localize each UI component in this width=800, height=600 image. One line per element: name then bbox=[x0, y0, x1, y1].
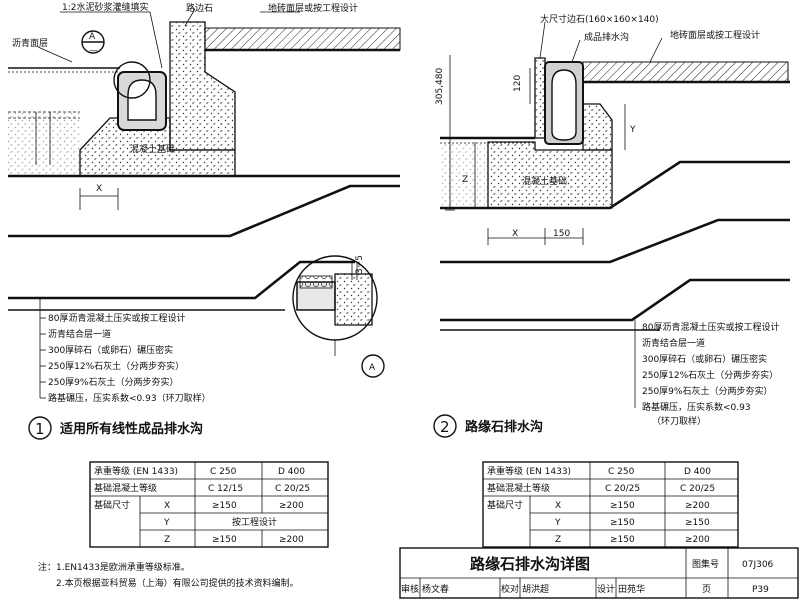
reviewer-name: 杨文春 bbox=[422, 583, 449, 595]
t1-r2-c1: 基础混凝土等级 bbox=[94, 482, 157, 494]
d1-number: 1 bbox=[35, 420, 45, 438]
check-label: 校对 bbox=[501, 583, 519, 595]
t1-r2-c3: C 12/15 bbox=[208, 484, 243, 494]
table-2: 承重等级 (EN 1433) C 250 D 400 基础混凝土等级 C 20/… bbox=[482, 461, 739, 548]
d2-dim-x: X bbox=[512, 229, 518, 239]
d1-title: 适用所有线性成品排水沟 bbox=[60, 421, 203, 437]
t2-r1-c4: D 400 bbox=[684, 467, 711, 477]
t1-r4-c3: 按工程设计 bbox=[232, 516, 277, 528]
d2-layer-list: 80厚沥青混凝土压实或按工程设计 沥青结合层一道 300厚碎石（或卵石）碾压密实… bbox=[642, 321, 779, 427]
d2-layer-6: 路基碾压，压实系数<0.93 bbox=[642, 401, 751, 413]
d2-dim-y: Y bbox=[629, 125, 636, 135]
d1-detail-circle bbox=[113, 61, 151, 99]
page-label: 页 bbox=[702, 584, 711, 595]
d2-layer-3: 300厚碎石（或卵石）碾压密实 bbox=[642, 353, 767, 365]
d2-drain-label: 成品排水沟 bbox=[584, 31, 629, 43]
d1-layer-6: 路基碾压，压实系数<0.93（环刀取样） bbox=[48, 392, 211, 404]
note-2: 2.本页根据亚科贸易（上海）有限公司提供的技术资料编制。 bbox=[56, 577, 299, 589]
d1-concrete-label: 混凝土基础 bbox=[130, 143, 175, 155]
d1-gap-label: 3~5 bbox=[355, 255, 365, 274]
t2-r5-c2: Z bbox=[555, 535, 561, 545]
d2-layer-1: 80厚沥青混凝土压实或按工程设计 bbox=[642, 321, 779, 333]
page-number: P39 bbox=[752, 585, 769, 595]
t2-r1-c3: C 250 bbox=[608, 467, 635, 477]
t1-r3-c4: ≥200 bbox=[279, 501, 304, 511]
d1-detail-A-letter: A bbox=[369, 363, 376, 373]
d2-layer-5: 250厚9%石灰土（分两步夯实） bbox=[642, 385, 772, 397]
d1-curb-label: 路边石 bbox=[186, 2, 213, 14]
t2-r4-c3: ≥150 bbox=[610, 518, 635, 528]
d1-number-circle bbox=[28, 416, 52, 440]
t1-r2-c4: C 20/25 bbox=[275, 484, 310, 494]
t1-r1-c3: C 250 bbox=[210, 467, 237, 477]
t2-r5-c3: ≥150 bbox=[610, 535, 635, 545]
d1-tile-layer bbox=[204, 27, 401, 51]
d1-layer-list: 80厚沥青混凝土压实或按工程设计 沥青结合层一道 300厚碎石（或卵石）碾压密实… bbox=[48, 312, 211, 404]
d2-title: 路缘石排水沟 bbox=[465, 419, 543, 435]
atlas-number: 07J306 bbox=[742, 560, 774, 570]
t1-r3-c1: 基础尺寸 bbox=[94, 499, 130, 511]
d1-section-sub: — bbox=[89, 46, 98, 56]
review-label: 审核 bbox=[401, 583, 419, 595]
d2-layer-2: 沥青结合层一道 bbox=[642, 337, 705, 349]
d2-dim-120: 120 bbox=[513, 75, 523, 92]
t2-r2-c4: C 20/25 bbox=[680, 484, 715, 494]
d1-section-letter: A bbox=[89, 32, 96, 42]
d1-mortar-label: 1:2水泥砂浆灌缝填实 bbox=[62, 1, 149, 13]
t2-r3-c2: X bbox=[555, 501, 561, 511]
t1-r5-c3: ≥150 bbox=[212, 535, 237, 545]
d2-layer-4: 250厚12%石灰土（分两步夯实） bbox=[642, 369, 778, 381]
d1-layer-ticks bbox=[40, 317, 46, 399]
d2-big-curb bbox=[534, 57, 546, 139]
d1-dim-x: X bbox=[96, 184, 102, 194]
d2-concrete-foundation bbox=[487, 141, 613, 209]
d2-number-circle bbox=[433, 414, 457, 438]
t1-r3-c2: X bbox=[164, 501, 170, 511]
t1-r4-c2: Y bbox=[163, 518, 170, 528]
d2-tile-label: 地砖面层或按工程设计 bbox=[670, 29, 760, 41]
d2-dim-150: 150 bbox=[553, 229, 570, 239]
t1-r5-c4: ≥200 bbox=[279, 535, 304, 545]
t2-r2-c3: C 20/25 bbox=[605, 484, 640, 494]
d1-layer-2: 沥青结合层一道 bbox=[48, 328, 111, 340]
t2-r4-c4: ≥150 bbox=[685, 518, 710, 528]
t2-r3-c3: ≥150 bbox=[610, 501, 635, 511]
t1-r1-c1: 承重等级 (EN 1433) bbox=[94, 465, 178, 477]
d1-layer-5: 250厚9%石灰土（分两步夯实） bbox=[48, 376, 178, 388]
t2-r2-c1: 基础混凝土等级 bbox=[487, 482, 550, 494]
table-1: 承重等级 (EN 1433) C 250 D 400 基础混凝土等级 C 12/… bbox=[89, 461, 329, 548]
atlas-label: 图集号 bbox=[692, 558, 719, 570]
drawing-title: 路缘石排水沟详图 bbox=[470, 555, 590, 573]
d2-number: 2 bbox=[440, 418, 450, 436]
d2-concrete-label: 混凝土基础 bbox=[522, 175, 567, 187]
d1-layer-1: 80厚沥青混凝土压实或按工程设计 bbox=[48, 312, 185, 324]
d1-layer-4: 250厚12%石灰土（分两步夯实） bbox=[48, 360, 184, 372]
d2-dim-305: 305,480 bbox=[435, 68, 445, 105]
detail-1-drawing: 1:2水泥砂浆灌缝填实 路边石 地砖面层或按工程设计 沥青面层 混凝土基础 X … bbox=[8, 1, 401, 440]
t2-r5-c4: ≥200 bbox=[685, 535, 710, 545]
d1-tile-label: 地砖面层或按工程设计 bbox=[268, 2, 358, 14]
t1-r3-c3: ≥150 bbox=[212, 501, 237, 511]
detail-2-drawing: 大尺寸边石(160×160×140) 成品排水沟 地砖面层或按工程设计 305,… bbox=[433, 13, 790, 438]
note-1: 注：1.EN1433是欧洲承重等级标准。 bbox=[38, 561, 190, 573]
d2-layer-6b: （环刀取样） bbox=[652, 415, 706, 427]
title-block: 路缘石排水沟详图 图集号 07J306 审核 杨文春 校对 胡洪超 设计 田苑华… bbox=[399, 547, 799, 599]
t1-r5-c2: Z bbox=[164, 535, 170, 545]
t2-r3-c4: ≥200 bbox=[685, 501, 710, 511]
t2-r4-c2: Y bbox=[554, 518, 561, 528]
designer-name: 田苑华 bbox=[618, 583, 645, 595]
t2-r1-c1: 承重等级 (EN 1433) bbox=[487, 465, 571, 477]
d1-asphalt-label: 沥青面层 bbox=[12, 37, 48, 49]
d2-big-curb-label: 大尺寸边石(160×160×140) bbox=[540, 13, 659, 25]
t1-r1-c4: D 400 bbox=[278, 467, 305, 477]
t2-r3-c1: 基础尺寸 bbox=[487, 499, 523, 511]
design-label: 设计 bbox=[597, 583, 615, 595]
checker-name: 胡洪超 bbox=[522, 583, 549, 595]
d2-dim-z: Z bbox=[462, 175, 468, 185]
d1-layer-3: 300厚碎石（或卵石）碾压密实 bbox=[48, 344, 173, 356]
d2-tile-layer bbox=[582, 61, 789, 83]
